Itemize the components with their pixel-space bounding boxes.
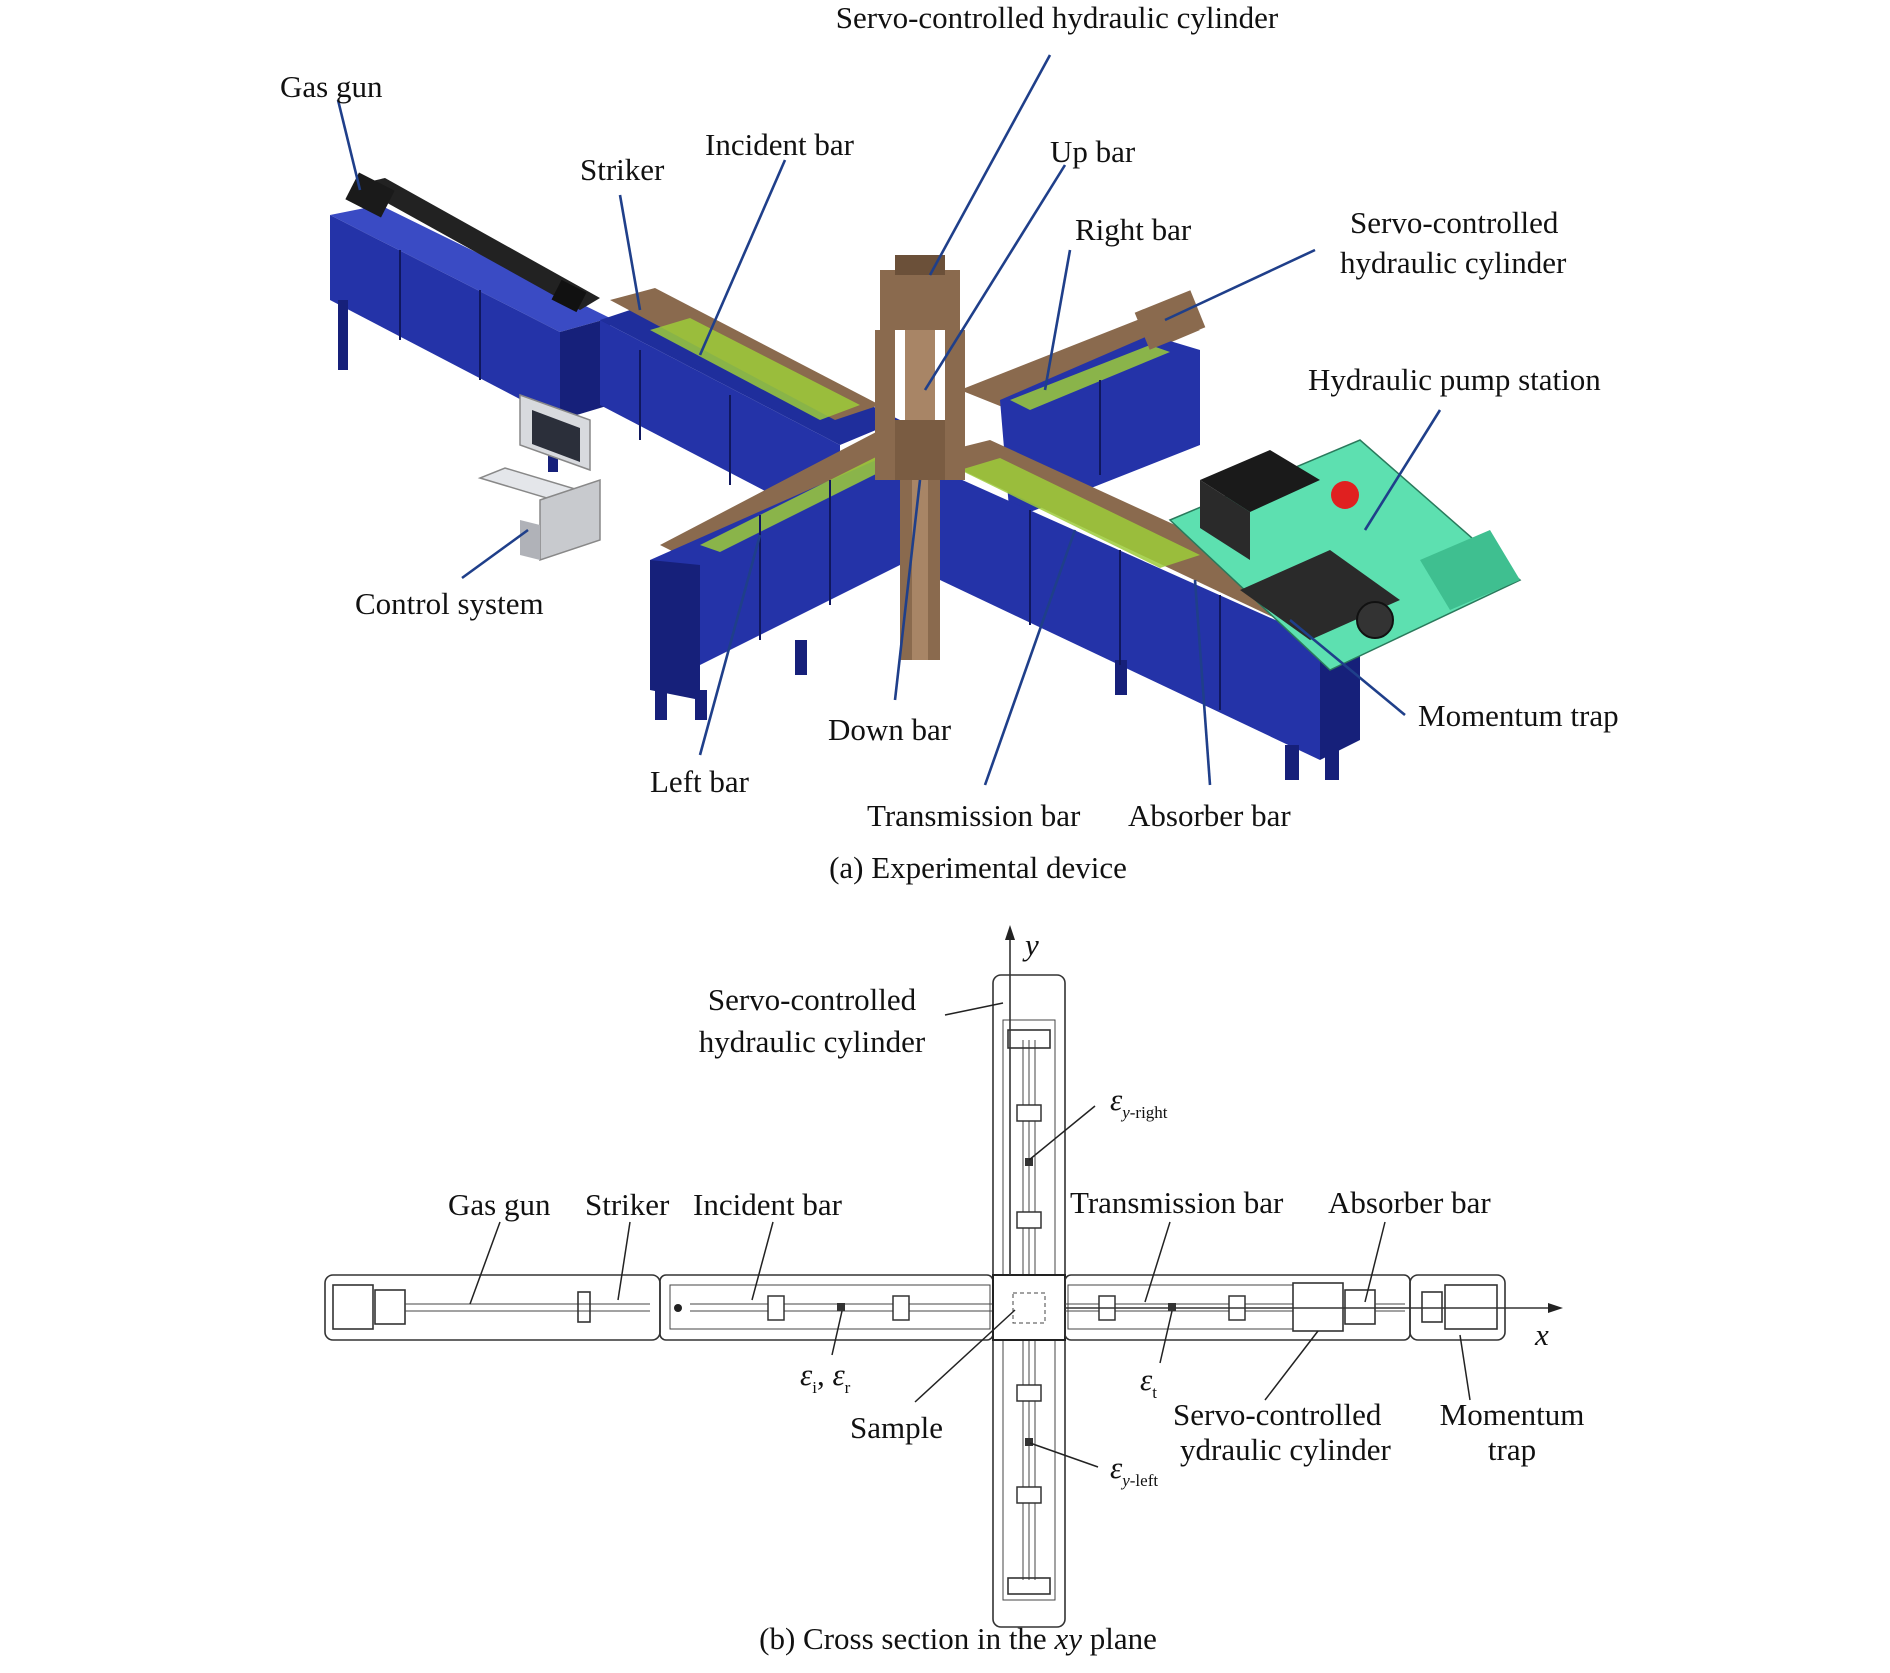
leader-servo-top	[928, 54, 1052, 276]
label-momentum-trap: Momentum trap	[1418, 698, 1619, 733]
clamp-incident-1	[767, 1295, 785, 1321]
gauge-y-right	[1025, 1158, 1033, 1166]
label-control-system: Control system	[355, 586, 544, 621]
central-tower	[875, 255, 965, 660]
label-transmission-bar: Transmission bar	[867, 798, 1081, 833]
axis-x-label: x	[1534, 1317, 1549, 1352]
label-left-bar: Left bar	[650, 764, 750, 799]
clamp-up-1	[1016, 1104, 1042, 1122]
panel-a-labels: Servo-controlled hydraulic cylinder Gas …	[280, 0, 1619, 885]
label-servo-top: Servo-controlled hydraulic cylinder	[836, 0, 1279, 35]
label-incident-bar: Incident bar	[705, 127, 855, 162]
label-eps-y-right: εy-right	[1110, 1082, 1168, 1122]
label-b-servo-top-2: hydraulic cylinder	[699, 1024, 926, 1059]
leader-down-bar	[893, 479, 922, 701]
hydraulic-pump-station	[1168, 439, 1522, 671]
panel-b-leaders	[469, 1002, 1471, 1468]
label-striker: Striker	[580, 152, 665, 187]
label-b-striker: Striker	[585, 1187, 670, 1222]
sample-block	[992, 1274, 1066, 1341]
panel-b-labels: Servo-controlled hydraulic cylinder Gas …	[448, 982, 1584, 1656]
gauge-incident	[837, 1303, 845, 1311]
label-b-momentum-trap-1: Momentum	[1440, 1397, 1585, 1432]
leader-left-bar	[698, 534, 762, 756]
caption-panel-b: (b) Cross section in the xy plane	[759, 1621, 1157, 1656]
leader-gas-gun	[336, 99, 362, 191]
leader-up-bar	[923, 164, 1067, 391]
label-eps-y-left: εy-left	[1110, 1450, 1158, 1490]
label-up-bar: Up bar	[1050, 134, 1136, 169]
panel-a-device-render	[330, 172, 1522, 780]
leader-striker	[618, 194, 642, 311]
leader-servo-right	[1164, 248, 1316, 322]
clamp-down-1	[1016, 1384, 1042, 1402]
label-servo-right-1: Servo-controlled	[1350, 205, 1559, 240]
leader-transmission-bar	[983, 529, 1077, 786]
label-b-servo-right-1: Servo-controlled	[1173, 1397, 1382, 1432]
label-gas-gun: Gas gun	[280, 69, 383, 104]
panel-b-schematic: y x	[324, 925, 1563, 1628]
label-b-servo-top-1: Servo-controlled	[708, 982, 917, 1017]
label-absorber-bar: Absorber bar	[1128, 798, 1291, 833]
label-b-incident-bar: Incident bar	[693, 1187, 843, 1222]
label-right-bar: Right bar	[1075, 212, 1192, 247]
clamp-down-2	[1016, 1486, 1042, 1504]
label-b-transmission-bar: Transmission bar	[1070, 1185, 1284, 1220]
leader-momentum-trap	[1289, 618, 1406, 717]
leader-control-system	[461, 528, 529, 580]
clamp-up-2	[1016, 1211, 1042, 1229]
label-b-absorber-bar: Absorber bar	[1328, 1185, 1491, 1220]
control-system-console	[477, 393, 601, 562]
gauge-y-left	[1025, 1438, 1033, 1446]
leader-pump-station	[1363, 409, 1442, 531]
gauge-transmission	[1168, 1303, 1176, 1311]
leader-absorber-bar	[1193, 579, 1212, 786]
clamp-incident-2	[892, 1295, 910, 1321]
label-b-momentum-trap-2: trap	[1488, 1432, 1536, 1467]
servo-cylinder-right	[1292, 1282, 1344, 1332]
label-b-servo-right-2: ydraulic cylinder	[1180, 1432, 1392, 1467]
panel-a-leaders	[336, 54, 1442, 786]
gas-gun-frame	[330, 172, 610, 472]
label-servo-right-2: hydraulic cylinder	[1340, 245, 1567, 280]
label-eps-t: εt	[1140, 1362, 1157, 1402]
leader-incident-bar	[698, 159, 787, 356]
label-pump-station: Hydraulic pump station	[1308, 362, 1601, 397]
label-eps-i-r: εi, εr	[800, 1357, 851, 1397]
axis-y-label: y	[1022, 927, 1039, 962]
leader-right-bar	[1043, 249, 1072, 391]
label-down-bar: Down bar	[828, 712, 952, 747]
incident-bar-frame	[600, 288, 900, 530]
label-b-gas-gun: Gas gun	[448, 1187, 551, 1222]
left-bar-frame	[650, 430, 930, 720]
label-b-sample: Sample	[850, 1410, 943, 1445]
caption-panel-a: (a) Experimental device	[829, 850, 1127, 885]
